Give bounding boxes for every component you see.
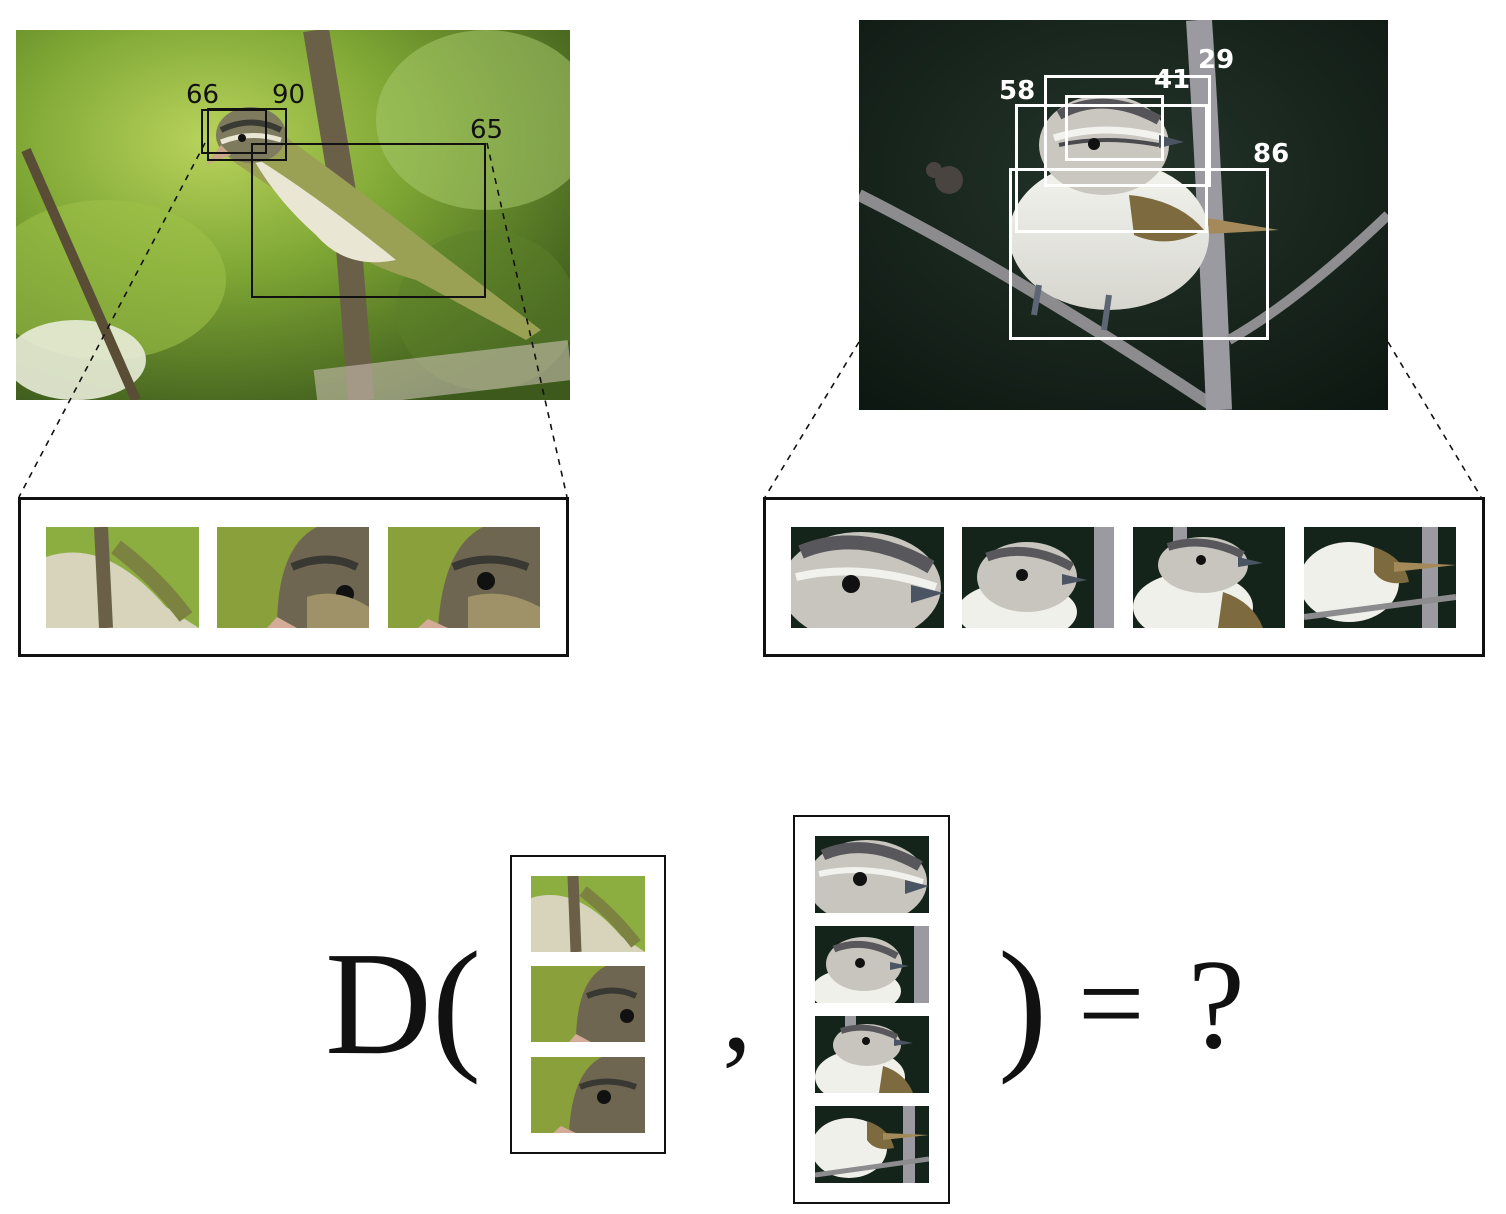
right-bird-photo <box>859 20 1388 410</box>
equation-left-crop-2 <box>531 966 645 1042</box>
right-crop-1 <box>791 527 944 628</box>
equation-function-d: D( <box>325 922 482 1086</box>
left-box-label-90: 90 <box>272 80 306 110</box>
right-connector-right <box>1387 341 1482 498</box>
left-box-66 <box>201 109 267 154</box>
equation-left-crop-3 <box>531 1057 645 1133</box>
equation-close-paren: ) <box>998 922 1048 1086</box>
right-box-29 <box>1044 75 1211 187</box>
equation-question-mark: ? <box>1188 933 1245 1075</box>
left-bird-photo <box>16 30 570 400</box>
equation-comma: , <box>722 943 752 1076</box>
right-crop-4 <box>1304 527 1456 628</box>
left-crop-1 <box>46 527 199 628</box>
left-crop-3 <box>388 527 540 628</box>
left-box-65 <box>251 143 486 298</box>
right-box-86 <box>1009 168 1269 340</box>
left-crop-2 <box>217 527 369 628</box>
equation-right-crop-3 <box>815 1016 929 1093</box>
left-box-label-65: 65 <box>470 115 504 145</box>
equation-right-crop-2 <box>815 926 929 1003</box>
left-connector-left <box>18 142 206 498</box>
right-box-label-41: 41 <box>1154 65 1191 95</box>
left-box-label-66: 66 <box>186 80 220 110</box>
right-box-label-29: 29 <box>1198 45 1235 75</box>
left-box-90 <box>207 108 287 161</box>
equation-right-crop-4 <box>815 1106 929 1183</box>
right-box-label-86: 86 <box>1253 139 1290 169</box>
left-connector-right <box>486 142 568 498</box>
equation-equals-sign: = <box>1078 938 1145 1069</box>
equation-right-crop-1 <box>815 836 929 913</box>
equation-left-crop-1 <box>531 876 645 952</box>
right-crop-3 <box>1133 527 1285 628</box>
right-connector-left <box>764 341 860 498</box>
right-box-label-58: 58 <box>999 76 1036 106</box>
right-crop-2 <box>962 527 1114 628</box>
connector-lines <box>18 142 1482 498</box>
right-box-41 <box>1065 95 1164 161</box>
